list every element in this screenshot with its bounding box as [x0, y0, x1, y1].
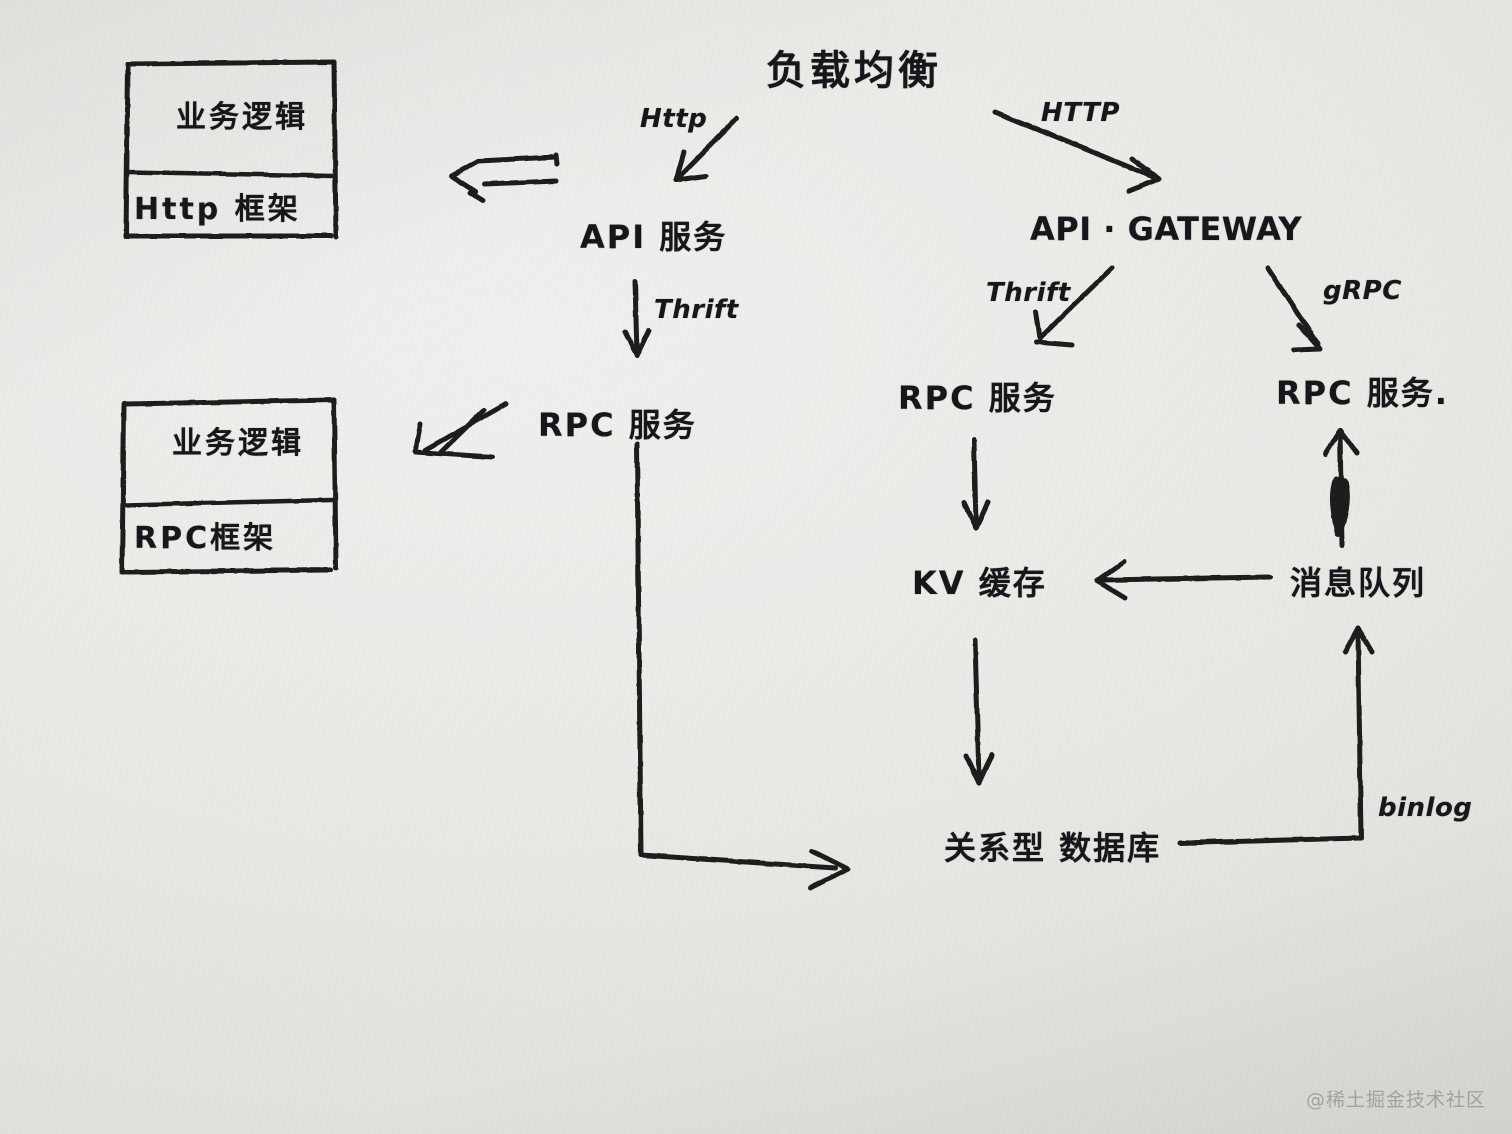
node-message-queue: 消息队列	[1290, 564, 1427, 602]
diagram-title: 负载均衡	[766, 48, 942, 94]
rpc-double-left-arrow	[412, 401, 509, 460]
rpc-box-top-label: 业务逻辑	[172, 426, 304, 461]
http-client-box-outline	[123, 59, 339, 240]
http-arrow-to-gateway	[992, 109, 1162, 194]
node-rpc-service-left: RPC 服务	[538, 406, 697, 444]
edge-label-thrift-mid: Thrift	[986, 278, 1071, 308]
mq-to-kv-arrow	[1094, 559, 1273, 601]
rpc-box-bottom-label: RPC框架	[134, 521, 277, 556]
double-left-arrow	[448, 152, 560, 204]
node-api-service: API 服务	[580, 218, 728, 256]
node-relational-db: 关系型 数据库	[944, 829, 1162, 867]
edge-label-thrift-left: Thrift	[654, 295, 739, 325]
rpc-client-box-outline	[119, 397, 339, 575]
edge-label-http-upper: HTTP	[1041, 98, 1120, 128]
http-box-top-label: 业务逻辑	[176, 100, 308, 135]
node-api-gateway: API · GATEWAY	[1030, 210, 1303, 248]
edge-label-http-lower: Http	[640, 104, 708, 134]
edge-label-grpc: gRPC	[1323, 276, 1402, 306]
edge-label-binlog: binlog	[1378, 793, 1473, 823]
http-arrow-down-left	[673, 115, 740, 183]
node-rpc-service-mid: RPC 服务	[898, 379, 1057, 417]
thrift-arrow-down-left	[622, 278, 652, 358]
node-rpc-service-right: RPC 服务.	[1276, 374, 1449, 412]
ink-blob	[1329, 477, 1350, 537]
node-kv-cache: KV 缓存	[912, 564, 1047, 602]
rpc-service-elbow-arrow	[634, 441, 851, 891]
rpc-to-kv-arrow	[961, 437, 991, 531]
thrift-arrow-gateway-to-rpc	[1033, 265, 1115, 348]
watermark: @稀土掘金技术社区	[1305, 1089, 1486, 1111]
http-box-bottom-label: Http 框架	[134, 192, 301, 227]
db-binlog-to-mq-arrow	[1177, 625, 1375, 846]
grpc-arrow-gateway-to-rpc	[1265, 265, 1323, 353]
kv-to-db-arrow	[963, 637, 995, 786]
